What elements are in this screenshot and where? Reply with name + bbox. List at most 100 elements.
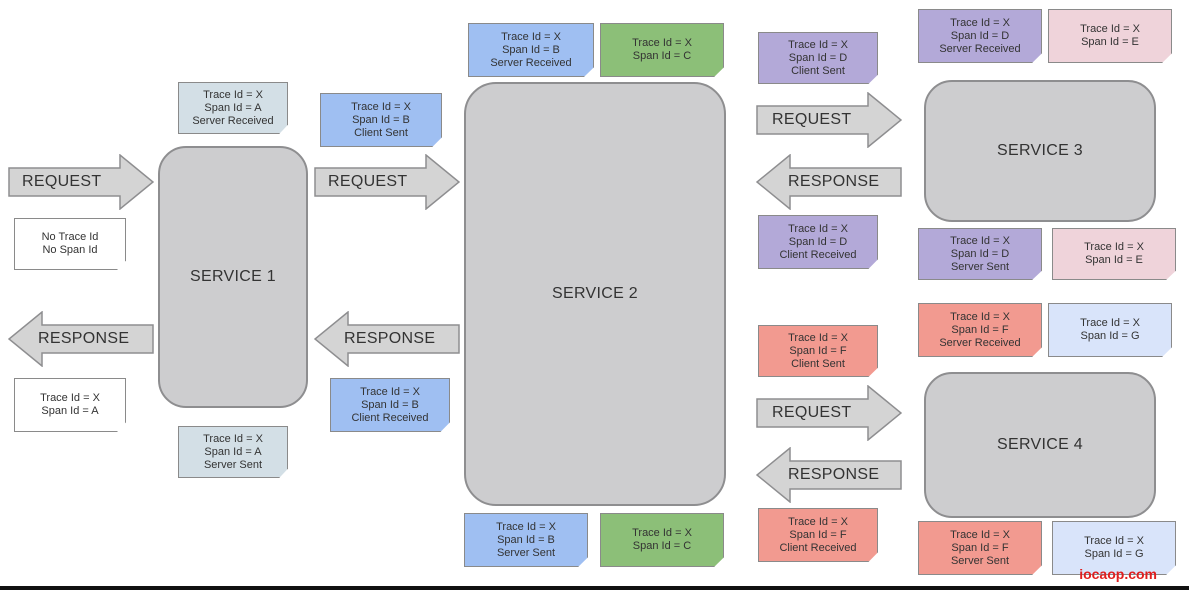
note-line: Server Received: [490, 56, 572, 69]
service-1-box: SERVICE 1: [158, 146, 308, 408]
note-line: Server Sent: [203, 458, 263, 471]
note-s3-server-received: Trace Id = X Span Id = D Server Received: [918, 9, 1042, 63]
note-s4-server-received: Trace Id = X Span Id = F Server Received: [918, 303, 1042, 357]
note-line: Span Id = A: [41, 405, 99, 417]
note-line: Trace Id = X: [360, 385, 420, 398]
note-client-sent-d: Trace Id = X Span Id = D Client Sent: [758, 32, 878, 84]
note-s3-server-sent: Trace Id = X Span Id = D Server Sent: [918, 228, 1042, 280]
note-line: Trace Id = X: [788, 515, 848, 528]
note-line: Server Sent: [950, 260, 1010, 273]
response-label-1: RESPONSE: [38, 330, 130, 347]
request-label-1: REQUEST: [22, 173, 102, 190]
note-line: Trace Id = X: [950, 528, 1010, 541]
note-span-c-bottom: Trace Id = X Span Id = C: [600, 513, 724, 567]
note-no-trace: No Trace Id No Span Id: [14, 218, 126, 270]
service-2-box: SERVICE 2: [464, 82, 726, 506]
note-line: Span Id = C: [632, 50, 692, 62]
note-line: Trace Id = X: [950, 234, 1010, 247]
note-s4-server-sent: Trace Id = X Span Id = F Server Sent: [918, 521, 1042, 575]
note-line: Server Received: [939, 336, 1021, 349]
note-line: Span Id = E: [1085, 254, 1143, 266]
note-line: No Span Id: [42, 244, 98, 256]
note-client-received-d: Trace Id = X Span Id = D Client Received: [758, 215, 878, 269]
response-label-4: RESPONSE: [788, 466, 880, 483]
note-line: Span Id = A: [204, 101, 262, 114]
watermark-text: iocaop.com: [1079, 566, 1157, 582]
note-client-sent-b: Trace Id = X Span Id = B Client Sent: [320, 93, 442, 147]
note-line: Span Id = F: [951, 541, 1009, 554]
request-label-3: REQUEST: [772, 111, 852, 128]
request-label-4: REQUEST: [772, 404, 852, 421]
note-line: Span Id = F: [789, 528, 847, 541]
response-arrow-1: RESPONSE: [8, 311, 154, 367]
note-span-e-top: Trace Id = X Span Id = E: [1048, 9, 1172, 63]
note-line: Client Received: [779, 541, 857, 554]
note-line: Span Id = F: [789, 344, 847, 357]
note-line: Trace Id = X: [788, 331, 848, 344]
service-1-label: SERVICE 1: [190, 268, 276, 285]
note-line: Trace Id = X: [1084, 535, 1144, 547]
response-label-3: RESPONSE: [788, 173, 880, 190]
note-span-g-top: Trace Id = X Span Id = G: [1048, 303, 1172, 357]
note-client-received-b: Trace Id = X Span Id = B Client Received: [330, 378, 450, 432]
note-line: Trace Id = X: [950, 16, 1010, 29]
response-arrow-2: RESPONSE: [314, 311, 460, 367]
note-line: Span Id = B: [361, 398, 419, 411]
service-4-label: SERVICE 4: [997, 436, 1083, 453]
bottom-bar: [0, 586, 1189, 590]
note-line: Trace Id = X: [501, 30, 561, 43]
note-line: Trace Id = X: [1080, 317, 1140, 329]
note-line: No Trace Id: [41, 231, 99, 243]
note-line: Server Sent: [950, 554, 1010, 567]
service-2-label: SERVICE 2: [552, 285, 638, 302]
note-span-e-bottom: Trace Id = X Span Id = E: [1052, 228, 1176, 280]
request-arrow-4: REQUEST: [756, 385, 902, 441]
service-3-box: SERVICE 3: [924, 80, 1156, 222]
response-arrow-4: RESPONSE: [756, 447, 902, 503]
note-line: Span Id = A: [204, 445, 262, 458]
note-s2-server-received: Trace Id = X Span Id = B Server Received: [468, 23, 594, 77]
note-s1-server-sent: Trace Id = X Span Id = A Server Sent: [178, 426, 288, 478]
note-line: Client Sent: [791, 64, 845, 77]
note-s2-server-sent: Trace Id = X Span Id = B Server Sent: [464, 513, 588, 567]
note-line: Span Id = E: [1081, 36, 1139, 48]
service-3-label: SERVICE 3: [997, 142, 1083, 159]
note-line: Trace Id = X: [40, 392, 100, 404]
note-line: Trace Id = X: [950, 310, 1010, 323]
request-arrow-2: REQUEST: [314, 154, 460, 210]
note-span-g-bottom: Trace Id = X Span Id = G: [1052, 521, 1176, 575]
note-line: Span Id = D: [950, 247, 1010, 260]
note-line: Span Id = D: [950, 29, 1010, 42]
note-line: Span Id = D: [788, 235, 848, 248]
request-arrow-3: REQUEST: [756, 92, 902, 148]
note-line: Server Received: [939, 42, 1021, 55]
note-client-received-f: Trace Id = X Span Id = F Client Received: [758, 508, 878, 562]
note-line: Client Sent: [354, 126, 408, 139]
request-arrow-1: REQUEST: [8, 154, 154, 210]
note-line: Trace Id = X: [351, 100, 411, 113]
note-line: Trace Id = X: [496, 520, 556, 533]
note-s1-server-received: Trace Id = X Span Id = A Server Received: [178, 82, 288, 134]
note-line: Span Id = G: [1080, 330, 1140, 342]
note-line: Client Received: [779, 248, 857, 261]
note-line: Trace Id = X: [203, 432, 263, 445]
note-line: Trace Id = X: [632, 527, 692, 539]
note-line: Span Id = B: [502, 43, 560, 56]
note-line: Client Received: [351, 411, 429, 424]
note-line: Span Id = B: [497, 533, 555, 546]
note-line: Trace Id = X: [1080, 23, 1140, 35]
note-client-sent-f: Trace Id = X Span Id = F Client Sent: [758, 325, 878, 377]
note-line: Span Id = D: [788, 51, 848, 64]
note-span-c-top: Trace Id = X Span Id = C: [600, 23, 724, 77]
note-line: Span Id = F: [951, 323, 1009, 336]
note-line: Span Id = B: [352, 113, 410, 126]
note-line: Trace Id = X: [788, 38, 848, 51]
note-response-span-a: Trace Id = X Span Id = A: [14, 378, 126, 432]
response-label-2: RESPONSE: [344, 330, 436, 347]
note-line: Client Sent: [791, 357, 845, 370]
service-4-box: SERVICE 4: [924, 372, 1156, 518]
note-line: Trace Id = X: [788, 222, 848, 235]
note-line: Server Received: [192, 114, 274, 127]
response-arrow-3: RESPONSE: [756, 154, 902, 210]
request-label-2: REQUEST: [328, 173, 408, 190]
